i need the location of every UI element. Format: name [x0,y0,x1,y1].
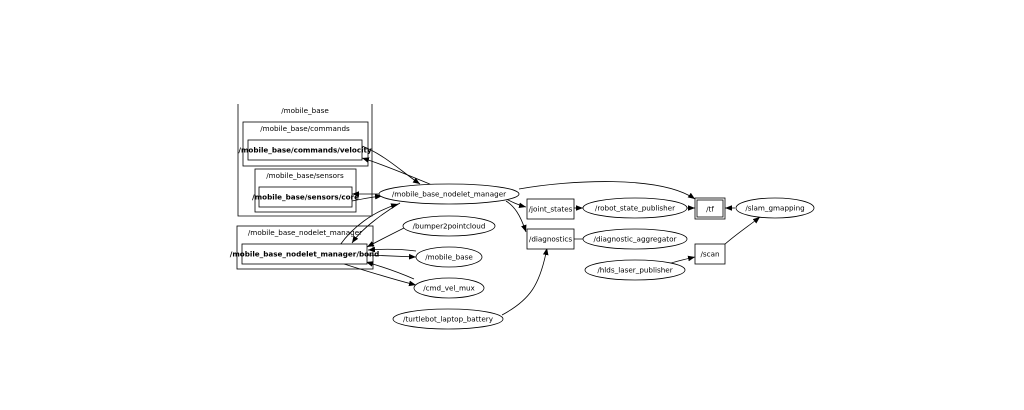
topic-joint-states-label: /joint_states [529,205,573,214]
topic-commands-velocity[interactable]: /mobile_base/commands/velocity [238,139,372,161]
cluster-mobile-base-commands: /mobile_base/commands [242,121,369,167]
node-hlds-laser-publisher-label: /hlds_laser_publisher [597,266,672,275]
cluster-label-nodelet-manager: /mobile_base_nodelet_manager [248,228,362,237]
node-cmd-vel-mux-label: /cmd_vel_mux [423,284,475,293]
topic-nodelet-manager-bond[interactable]: /mobile_base_nodelet_manager/bond [230,243,380,265]
node-bumper2pointcloud-label: /bumper2pointcloud [413,222,486,231]
node-hlds-laser-publisher[interactable]: /hlds_laser_publisher [584,259,686,281]
node-turtlebot-laptop-battery-label: /turtlebot_laptop_battery [403,315,494,324]
node-slam-gmapping-label: /slam_gmapping [745,204,804,213]
topic-nodelet-manager-bond-label: /mobile_base_nodelet_manager/bond [230,250,380,259]
edge-manager-to-bond [351,202,401,244]
topic-tf[interactable]: /tf [694,197,726,220]
edge-scan-to-slam [723,216,761,246]
topic-diagnostics-label: /diagnostics [529,235,572,244]
topic-tf-label: /tf [706,205,714,214]
edge-bond-to-mobile-base [366,253,417,260]
edge-manager-to-tf [518,181,696,200]
topic-commands-velocity-label: /mobile_base/commands/velocity [238,146,372,155]
node-diagnostic-aggregator[interactable]: /diagnostic_aggregator [582,228,688,250]
edge-battery-to-diagnostics [501,247,549,316]
edge-mobile-base-to-bond [367,246,417,253]
node-cmd-vel-mux[interactable]: /cmd_vel_mux [413,277,485,299]
edge-bond-to-manager [339,203,399,246]
topic-sensors-core[interactable]: /mobile_base/sensors/core [252,186,359,208]
cluster-mobile-base-sensors: /mobile_base/sensors [254,168,357,213]
cluster-mobile-base: /mobile_base [237,104,373,217]
node-mobile-base[interactable]: /mobile_base [415,246,483,268]
edge-manager-to-velocity [361,157,433,186]
node-robot-state-publisher[interactable]: /robot_state_publisher [582,197,688,219]
edge-velocity-to-manager [361,145,421,185]
node-mobile-base-label: /mobile_base [425,253,473,262]
cluster-label-mobile-base: /mobile_base [281,106,329,115]
node-bumper2pointcloud[interactable]: /bumper2pointcloud [402,215,496,237]
cluster-label-sensors: /mobile_base/sensors [266,171,344,180]
topic-joint-states[interactable]: /joint_states [526,198,575,220]
edge-manager-to-diagnostics [505,200,527,233]
edge-bond-to-cmd-vel-mux [343,263,417,287]
topic-sensors-core-label: /mobile_base/sensors/core [252,193,359,202]
topic-diagnostics[interactable]: /diagnostics [526,228,575,250]
cluster-label-commands: /mobile_base/commands [260,124,350,133]
topic-scan[interactable]: /scan [694,243,726,265]
node-diagnostic-aggregator-label: /diagnostic_aggregator [594,235,677,244]
node-slam-gmapping[interactable]: /slam_gmapping [735,197,815,219]
edge-cmd-vel-mux-to-bond [365,261,415,280]
node-mobile-base-nodelet-manager[interactable]: /mobile_base_nodelet_manager [378,183,520,205]
node-turtlebot-laptop-battery[interactable]: /turtlebot_laptop_battery [392,308,504,330]
edge-core-to-manager [351,193,383,202]
topic-scan-label: /scan [700,250,719,259]
edge-bumper-to-bond [366,227,405,248]
node-mobile-base-nodelet-manager-label: /mobile_base_nodelet_manager [392,190,506,199]
node-robot-state-publisher-label: /robot_state_publisher [595,204,675,213]
